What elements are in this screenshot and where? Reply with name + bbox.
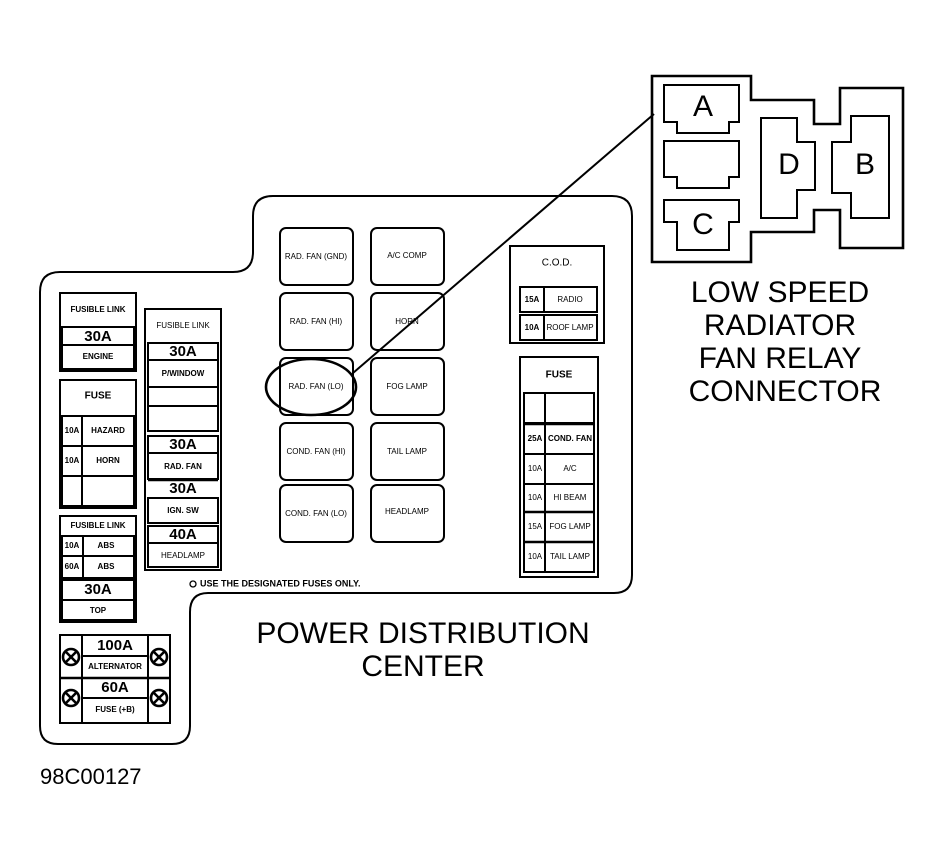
center-link-4-rating: 30A — [169, 480, 197, 497]
svg-text:A/C COMP: A/C COMP — [387, 251, 427, 260]
right-fuse-row-6-rating: 10A — [528, 552, 543, 561]
cod-header: C.O.D. — [542, 258, 573, 269]
relay-fog-lamp[interactable]: FOG LAMP — [370, 357, 445, 416]
svg-text:COND. FAN (HI): COND. FAN (HI) — [286, 447, 345, 456]
fusible-link-top-rating: 30A — [84, 581, 112, 598]
main-link-2-rating: 60A — [101, 679, 129, 696]
main-link-1-rating: 100A — [97, 637, 133, 654]
left-fuse-row-1-rating: 10A — [65, 426, 80, 435]
right-fuse-row-3-rating: 10A — [528, 464, 543, 473]
relay-horn[interactable]: HORN — [370, 292, 445, 351]
fusible-link-top-circuit: TOP — [90, 606, 107, 615]
connector-label-line-2: RADIATOR — [704, 309, 856, 342]
right-fuse-row-4-rating: 10A — [528, 493, 543, 502]
left-fuse-row-1-circuit: HAZARD — [91, 426, 125, 435]
diagram-title: POWER DISTRIBUTION CENTER — [256, 617, 589, 683]
cod-row-2-circuit: ROOF LAMP — [546, 323, 593, 332]
left-fuse-header: FUSE — [85, 391, 112, 402]
relay-cond-fan-lo[interactable]: COND. FAN (LO) — [279, 484, 354, 543]
relay-connector: A B C D — [650, 74, 905, 264]
terminal-bolt-icon — [149, 688, 169, 708]
title-line-2: CENTER — [361, 650, 484, 683]
center-link-4-circuit: IGN. SW — [167, 506, 199, 515]
center-fusible-link: FUSIBLE LINK 30A P/WINDOW 30A RAD. FAN 3… — [144, 308, 222, 571]
svg-text:RAD. FAN (HI): RAD. FAN (HI) — [290, 317, 343, 326]
cod-row-1-rating: 15A — [525, 295, 540, 304]
right-fuse-row-5-rating: 15A — [528, 522, 543, 531]
right-fuse-header: FUSE — [546, 370, 573, 381]
right-fuse-row-3-circuit: A/C — [563, 464, 577, 473]
center-link-3-rating: 30A — [169, 436, 197, 453]
pin-b-label: B — [855, 148, 875, 181]
fusible-link-abs-header: FUSIBLE LINK — [70, 521, 125, 530]
relay-grid: RAD. FAN (GND) RAD. FAN (HI) RAD. FAN (L… — [264, 227, 445, 543]
relay-rad-fan-hi[interactable]: RAD. FAN (HI) — [279, 292, 354, 351]
center-link-5-rating: 40A — [169, 526, 197, 543]
relay-cond-fan-hi[interactable]: COND. FAN (HI) — [279, 422, 354, 481]
leader-line — [352, 113, 655, 374]
svg-text:HEADLAMP: HEADLAMP — [385, 507, 429, 516]
fusible-link-abs-row-2-rating: 60A — [65, 562, 80, 571]
right-fuse-row-5-circuit: FOG LAMP — [549, 522, 590, 531]
left-fuse-row-2-rating: 10A — [65, 456, 80, 465]
pin-d-label: D — [778, 148, 800, 181]
main-link-1-circuit: ALTERNATOR — [88, 662, 142, 671]
left-fuse-block: FUSE 10A HAZARD 10A HORN — [59, 379, 137, 509]
svg-text:TAIL LAMP: TAIL LAMP — [387, 447, 427, 456]
fusible-link-abs-row-2-circuit: ABS — [98, 562, 116, 571]
left-fuse-row-2-circuit: HORN — [96, 456, 120, 465]
svg-text:RAD. FAN (GND): RAD. FAN (GND) — [285, 252, 348, 261]
fuse-note-text: USE THE DESIGNATED FUSES ONLY. — [200, 578, 361, 588]
fusible-link-abs-row-1-rating: 10A — [65, 541, 80, 550]
svg-text:FOG LAMP: FOG LAMP — [386, 382, 427, 391]
bullet-icon — [189, 580, 197, 588]
right-fuse-row-6-circuit: TAIL LAMP — [550, 552, 590, 561]
main-links: 100A ALTERNATOR 60A FUSE (+B) — [59, 634, 171, 724]
relay-ac-comp[interactable]: A/C COMP — [370, 227, 445, 286]
housing-outline — [39, 195, 633, 745]
fusible-link-engine: FUSIBLE LINK 30A ENGINE — [59, 292, 137, 372]
pin-c-label: C — [692, 208, 714, 241]
center-link-1-rating: 30A — [169, 343, 197, 360]
cod-block: C.O.D. 15A RADIO 10A ROOF LAMP — [509, 245, 605, 344]
svg-text:HORN: HORN — [395, 317, 419, 326]
connector-label-line-4: CONNECTOR — [689, 375, 882, 408]
center-fusible-link-header: FUSIBLE LINK — [156, 321, 210, 330]
terminal-bolt-icon — [149, 647, 169, 667]
center-link-3-circuit: RAD. FAN — [164, 462, 202, 471]
right-fuse-block: FUSE 25A COND. FAN 10A A/C 10A HI BEAM 1… — [519, 356, 599, 578]
highlight-ellipse — [264, 357, 358, 417]
fuse-note: USE THE DESIGNATED FUSES ONLY. — [189, 578, 361, 588]
svg-text:RAD. FAN (LO): RAD. FAN (LO) — [288, 382, 343, 391]
figure-code: 98C00127 — [40, 764, 142, 789]
fusible-link-engine-header: FUSIBLE LINK — [70, 305, 125, 314]
fusible-link-engine-rating: 30A — [84, 328, 112, 345]
connector-label-line-3: FAN RELAY — [699, 342, 862, 375]
cod-row-2-rating: 10A — [525, 323, 540, 332]
connector-label-line-1: LOW SPEED — [691, 276, 869, 309]
fusible-link-engine-circuit: ENGINE — [83, 352, 114, 361]
main-link-2-circuit: FUSE (+B) — [95, 705, 135, 714]
center-link-5-circuit: HEADLAMP — [161, 551, 205, 560]
terminal-bolt-icon — [61, 688, 81, 708]
right-fuse-row-4-circuit: HI BEAM — [554, 493, 587, 502]
relay-headlamp[interactable]: HEADLAMP — [370, 484, 445, 543]
right-fuse-row-2-rating: 25A — [528, 434, 543, 443]
title-line-1: POWER DISTRIBUTION — [256, 617, 589, 650]
cod-row-1-circuit: RADIO — [557, 295, 582, 304]
relay-rad-fan-gnd[interactable]: RAD. FAN (GND) — [279, 227, 354, 286]
connector-label: LOW SPEED RADIATOR FAN RELAY CONNECTOR — [689, 276, 882, 408]
terminal-bolt-icon — [61, 647, 81, 667]
fusible-link-abs-row-1-circuit: ABS — [98, 541, 116, 550]
pin-a-label: A — [693, 90, 713, 123]
relay-tail-lamp[interactable]: TAIL LAMP — [370, 422, 445, 481]
svg-text:COND. FAN (LO): COND. FAN (LO) — [285, 509, 347, 518]
center-link-1-circuit: P/WINDOW — [162, 369, 205, 378]
fusible-link-abs: FUSIBLE LINK 10A ABS 60A ABS 30A TOP — [59, 515, 137, 623]
right-fuse-row-2-circuit: COND. FAN — [548, 434, 592, 443]
